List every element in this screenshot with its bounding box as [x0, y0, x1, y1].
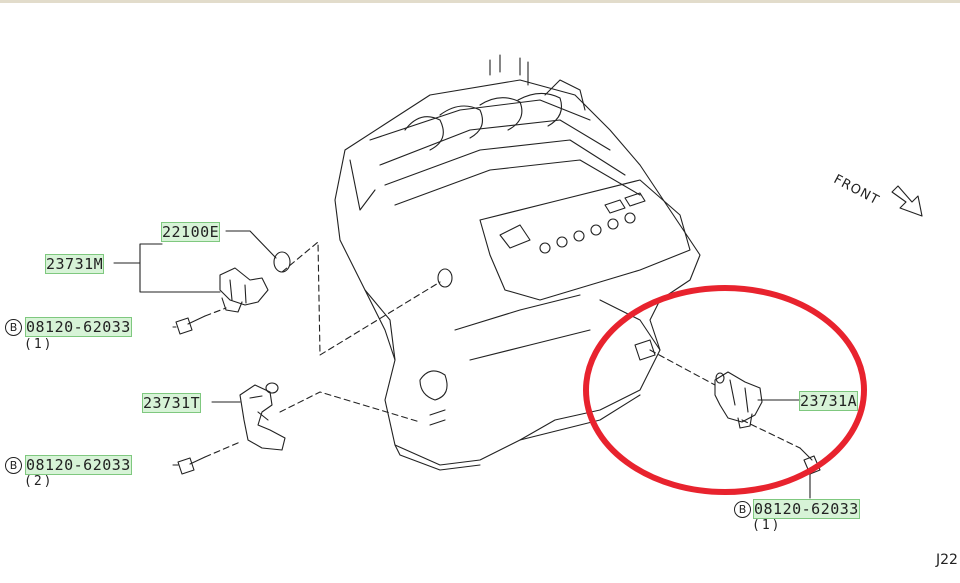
bolt-part-number[interactable]: 08120-62033 [25, 317, 132, 337]
cam-sensor-m-illustration [219, 251, 291, 313]
bolt-illustrations [175, 315, 821, 475]
part-label-23731m[interactable]: 23731M [44, 254, 105, 274]
dashed-lines [204, 241, 801, 458]
cam-sensor-a-illustration [714, 371, 763, 429]
diagram-code: J22 [936, 552, 958, 568]
bolt-marker-b: B [5, 319, 22, 336]
bolt-quantity: (1) [752, 518, 782, 533]
bolt-quantity: (1) [24, 337, 54, 352]
bolt-part-number[interactable]: 08120-62033 [753, 499, 860, 519]
leader-lines [113, 185, 923, 499]
part-label-23731a[interactable]: 23731A [798, 391, 859, 411]
cam-sensor-t-illustration [239, 382, 286, 451]
bolt-quantity: (2) [24, 474, 54, 489]
bolt-part-number[interactable]: 08120-62033 [25, 455, 132, 475]
engine-illustration [334, 54, 701, 471]
top-border [0, 0, 960, 3]
bolt-marker-b: B [734, 501, 751, 518]
part-label-22100e[interactable]: 22100E [160, 222, 221, 242]
bolt-marker-b: B [5, 457, 22, 474]
part-label-23731t[interactable]: 23731T [141, 393, 202, 413]
highlight-circle [583, 285, 867, 495]
